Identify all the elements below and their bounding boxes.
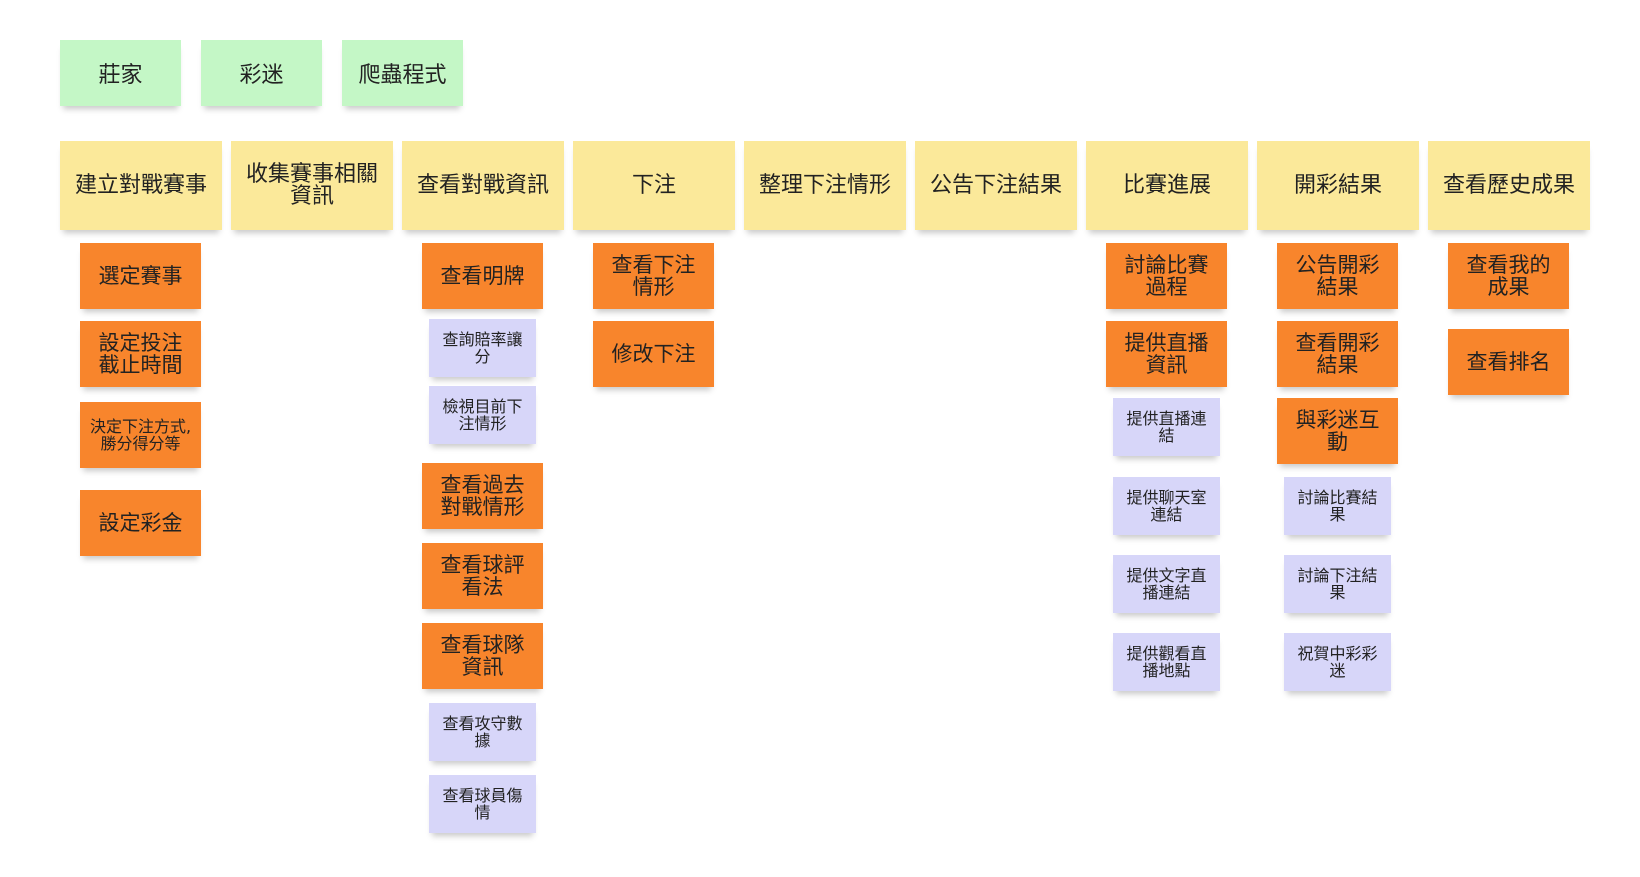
task-provide-live-info[interactable]: 提供直播資訊 [1106,321,1227,387]
story-label: 檢視目前下注情形 [442,397,523,433]
story-view-stats[interactable]: 查看攻守數據 [429,703,536,761]
activity-label: 建立對戰賽事 [74,172,207,198]
activity-organize-bets[interactable]: 整理下注情形 [744,141,906,230]
task-label: 查看球評看法 [440,553,525,599]
task-label: 查看下注情形 [611,253,696,299]
task-label: 選定賽事 [98,264,183,288]
story-label: 討論比賽結果 [1297,488,1378,524]
activity-label: 下注 [631,172,676,198]
story-text-live-link[interactable]: 提供文字直播連結 [1113,555,1220,613]
actor-label: 彩迷 [239,63,284,88]
story-chatroom-link[interactable]: 提供聊天室連結 [1113,477,1220,535]
task-modify-bet[interactable]: 修改下注 [593,321,714,387]
actor-label: 爬蟲程式 [358,63,447,88]
story-view-current-bets[interactable]: 檢視目前下注情形 [429,386,536,444]
task-label: 設定彩金 [98,511,183,535]
story-discuss-match-result[interactable]: 討論比賽結果 [1284,477,1391,535]
task-view-past-matches[interactable]: 查看過去對戰情形 [422,463,543,529]
task-label: 提供直播資訊 [1124,331,1209,377]
task-label: 查看排名 [1466,350,1551,374]
task-label: 查看球隊資訊 [440,633,525,679]
task-select-match[interactable]: 選定賽事 [80,243,201,309]
task-view-my-results[interactable]: 查看我的成果 [1448,243,1569,309]
task-label: 決定下注方式,勝分得分等 [89,417,192,453]
task-label: 設定投注截止時間 [98,331,183,377]
actor-bettor[interactable]: 彩迷 [201,40,322,106]
task-view-lottery[interactable]: 查看開彩結果 [1277,321,1398,387]
story-label: 祝賀中彩彩迷 [1297,644,1378,680]
story-label: 提供直播連結 [1126,409,1207,445]
story-query-odds[interactable]: 查詢賠率讓分 [429,319,536,377]
story-label: 查詢賠率讓分 [442,330,523,366]
activity-label: 收集賽事相關資訊 [245,161,378,209]
task-label: 查看過去對戰情形 [440,473,525,519]
task-label: 公告開彩結果 [1295,253,1380,299]
task-view-ranking[interactable]: 查看排名 [1448,329,1569,395]
activity-label: 查看歷史成果 [1442,172,1575,198]
activity-label: 比賽進展 [1122,172,1211,198]
story-label: 查看球員傷情 [442,786,523,822]
activity-collect-info[interactable]: 收集賽事相關資訊 [231,141,393,230]
task-view-team-info[interactable]: 查看球隊資訊 [422,623,543,689]
story-live-link[interactable]: 提供直播連結 [1113,398,1220,456]
task-view-bets[interactable]: 查看下注情形 [593,243,714,309]
task-label: 討論比賽過程 [1124,253,1209,299]
story-viewing-location[interactable]: 提供觀看直播地點 [1113,633,1220,691]
task-view-commentary[interactable]: 查看球評看法 [422,543,543,609]
story-label: 提供聊天室連結 [1126,488,1207,524]
task-label: 查看明牌 [440,264,525,288]
story-discuss-bet-result[interactable]: 討論下注結果 [1284,555,1391,613]
activity-match-progress[interactable]: 比賽進展 [1086,141,1248,230]
task-label: 查看開彩結果 [1295,331,1380,377]
task-announce-lottery[interactable]: 公告開彩結果 [1277,243,1398,309]
actor-crawler[interactable]: 爬蟲程式 [342,40,463,106]
actor-dealer[interactable]: 莊家 [60,40,181,106]
activity-label: 整理下注情形 [758,172,891,198]
task-label: 與彩迷互動 [1295,408,1380,454]
activity-label: 查看對戰資訊 [416,172,549,198]
activity-create-match[interactable]: 建立對戰賽事 [60,141,222,230]
activity-lottery-results[interactable]: 開彩結果 [1257,141,1419,230]
task-set-prize[interactable]: 設定彩金 [80,490,201,556]
activity-view-match-info[interactable]: 查看對戰資訊 [402,141,564,230]
actor-label: 莊家 [98,63,143,88]
story-label: 提供文字直播連結 [1126,566,1207,602]
task-set-deadline[interactable]: 設定投注截止時間 [80,321,201,387]
task-interact-bettors[interactable]: 與彩迷互動 [1277,398,1398,464]
activity-label: 公告下注結果 [929,172,1062,198]
task-label: 查看我的成果 [1466,253,1551,299]
activity-announce-bet-results[interactable]: 公告下注結果 [915,141,1077,230]
story-congratulate-winners[interactable]: 祝賀中彩彩迷 [1284,633,1391,691]
task-discuss-match[interactable]: 討論比賽過程 [1106,243,1227,309]
story-label: 提供觀看直播地點 [1126,644,1207,680]
activity-place-bet[interactable]: 下注 [573,141,735,230]
story-view-injuries[interactable]: 查看球員傷情 [429,775,536,833]
story-label: 討論下注結果 [1297,566,1378,602]
activity-label: 開彩結果 [1293,172,1382,198]
task-label: 修改下注 [611,342,696,366]
task-view-tips[interactable]: 查看明牌 [422,243,543,309]
story-label: 查看攻守數據 [442,714,523,750]
activity-view-history[interactable]: 查看歷史成果 [1428,141,1590,230]
task-decide-bet-method[interactable]: 決定下注方式,勝分得分等 [80,402,201,468]
